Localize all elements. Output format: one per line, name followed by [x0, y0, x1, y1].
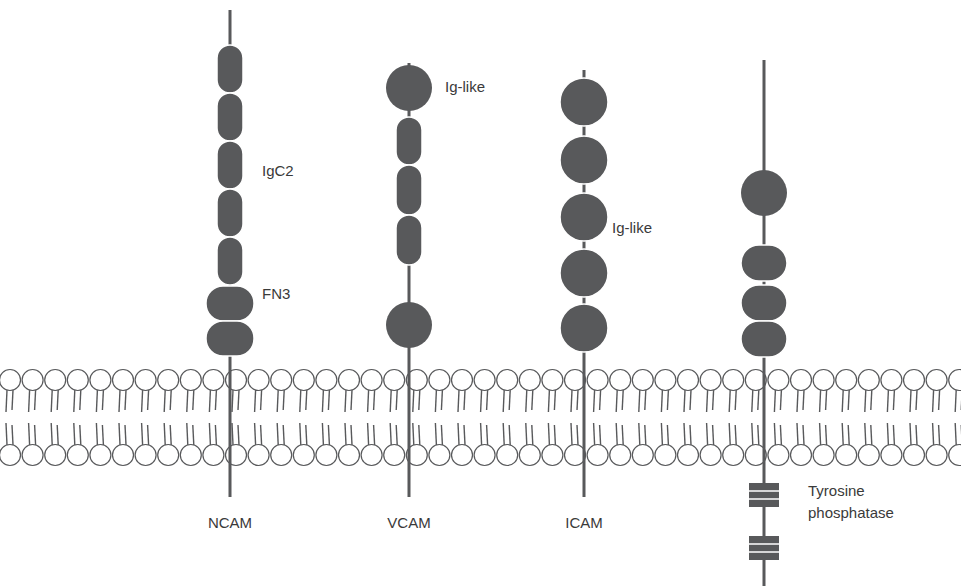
proteins — [206, 10, 787, 586]
protein-name: Tyrosine phosphatase — [808, 480, 908, 524]
protein-name: VCAM — [387, 512, 430, 534]
domain-label: IgC2 — [262, 160, 294, 182]
domain-label: Ig-like — [612, 217, 652, 239]
domain-label: Ig-like — [445, 76, 485, 98]
protein-name: NCAM — [208, 512, 252, 534]
domain-label: FN3 — [262, 283, 290, 305]
lipid-bilayer — [0, 370, 961, 466]
protein-name: ICAM — [565, 512, 603, 534]
